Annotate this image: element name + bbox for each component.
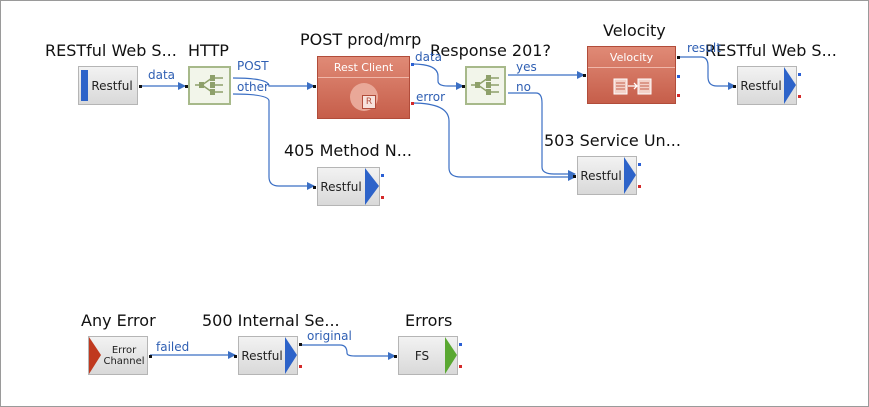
rest-client-header: Rest Client xyxy=(318,57,409,78)
wire-no[interactable] xyxy=(508,92,576,178)
edge-label-original: original xyxy=(307,329,352,343)
errors-title: Errors xyxy=(405,311,453,330)
rest-client-error-port[interactable] xyxy=(411,102,414,105)
s503-node[interactable]: Restful xyxy=(573,156,641,195)
restful-out-title: RESTful Web S... xyxy=(705,41,837,60)
egress-arrow-icon xyxy=(784,67,796,104)
restful-out-text: Restful xyxy=(740,78,782,93)
restful-in-out-port[interactable] xyxy=(139,85,142,88)
response-title: Response 201? xyxy=(430,41,551,60)
restful-in-text: Restful xyxy=(91,78,133,93)
m405-out-port[interactable] xyxy=(381,174,384,177)
wire-http-other[interactable] xyxy=(232,93,315,190)
egress-arrow-icon xyxy=(285,337,297,374)
m405-title: 405 Method N... xyxy=(284,141,412,160)
http-title: HTTP xyxy=(188,41,229,60)
edge-label-data: data xyxy=(415,50,443,64)
restful-in-node[interactable]: Restful xyxy=(78,66,142,105)
edge-label-result: result xyxy=(687,41,721,55)
m405-text: Restful xyxy=(320,179,362,194)
response-router-node[interactable] xyxy=(462,66,506,105)
edge-label-yes: yes xyxy=(516,60,537,74)
s503-title: 503 Service Un... xyxy=(544,131,681,150)
edge-label-other: other xyxy=(237,80,269,94)
velocity-out-port[interactable] xyxy=(677,75,680,78)
m405-in-port[interactable] xyxy=(313,186,316,189)
errors-out-port[interactable] xyxy=(459,343,462,346)
ingress-marker xyxy=(81,70,88,101)
velocity-node[interactable]: Velocity xyxy=(583,46,680,104)
switch-icon xyxy=(471,75,499,95)
restful-out-error-port[interactable] xyxy=(798,95,801,98)
velocity-header: Velocity xyxy=(588,47,675,68)
rest-client-data-port[interactable] xyxy=(411,63,414,66)
s503-error-port[interactable] xyxy=(638,185,641,188)
egress-arrow-icon xyxy=(445,337,457,374)
rest-client-icon: R xyxy=(350,83,378,111)
i500-node[interactable]: Restful xyxy=(234,336,302,375)
i500-original-port[interactable] xyxy=(299,343,302,346)
edge-label-post: POST xyxy=(237,59,269,73)
error-channel-out-port[interactable] xyxy=(149,355,152,358)
wire-result[interactable] xyxy=(678,56,736,90)
egress-arrow-icon xyxy=(365,168,379,205)
i500-title: 500 Internal Se... xyxy=(202,311,340,330)
http-in-port[interactable] xyxy=(185,85,188,88)
velocity-result-port[interactable] xyxy=(677,56,680,59)
s503-out-port[interactable] xyxy=(638,163,641,166)
wire-original[interactable] xyxy=(302,344,396,360)
switch-icon xyxy=(195,75,223,95)
i500-in-port[interactable] xyxy=(234,355,237,358)
error-channel-node[interactable]: Error Channel xyxy=(88,336,152,375)
rest-client-title: POST prod/mrp xyxy=(300,30,422,49)
velocity-title: Velocity xyxy=(603,21,666,40)
wire-rest-error[interactable] xyxy=(411,102,576,181)
restful-in-title: RESTful Web S... xyxy=(45,41,177,60)
any-error-title: Any Error xyxy=(81,311,156,330)
errors-fs-node[interactable]: FS xyxy=(394,336,462,375)
restful-out-in-port[interactable] xyxy=(733,85,736,88)
response-in-port[interactable] xyxy=(462,85,465,88)
template-icon xyxy=(613,78,652,95)
edge-label-failed: failed xyxy=(156,340,190,354)
edge-label-data: data xyxy=(148,68,176,82)
egress-arrow-icon xyxy=(624,157,636,194)
wire-http-post[interactable] xyxy=(232,77,315,90)
s503-in-port[interactable] xyxy=(573,175,576,178)
rest-client-in-port[interactable] xyxy=(313,85,316,88)
m405-error-port[interactable] xyxy=(381,196,384,199)
http-router-node[interactable] xyxy=(185,66,231,105)
i500-error-port[interactable] xyxy=(299,365,302,368)
error-channel-marker-icon xyxy=(89,337,101,374)
velocity-in-port[interactable] xyxy=(583,74,586,77)
errors-error-port[interactable] xyxy=(459,365,462,368)
velocity-error-port[interactable] xyxy=(677,94,680,97)
edge-label-no: no xyxy=(516,80,531,94)
m405-node[interactable]: Restful xyxy=(313,167,384,206)
error-channel-text: Error Channel xyxy=(103,344,145,367)
wire-rest-data[interactable] xyxy=(411,63,464,90)
restful-out-node[interactable]: Restful xyxy=(733,66,801,105)
s503-text: Restful xyxy=(580,168,622,183)
errors-in-port[interactable] xyxy=(394,355,397,358)
restful-out-out-port[interactable] xyxy=(798,73,801,76)
i500-text: Restful xyxy=(241,348,283,363)
errors-fs-text: FS xyxy=(414,348,430,363)
edge-label-error: error xyxy=(416,90,446,104)
rest-client-node[interactable]: Rest Client R xyxy=(313,56,414,119)
